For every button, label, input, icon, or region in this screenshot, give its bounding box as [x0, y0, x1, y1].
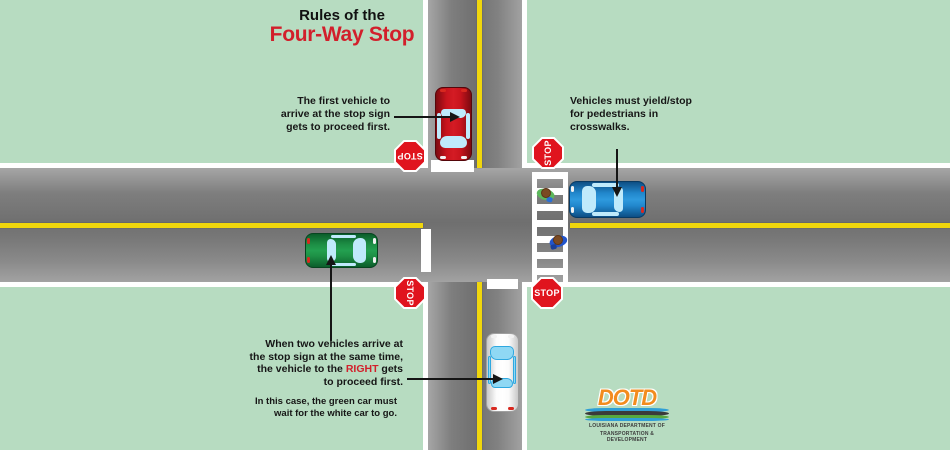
dotd-logo-line2: TRANSPORTATION & DEVELOPMENT	[599, 431, 655, 443]
grass-corner-bottom-right	[522, 282, 950, 450]
taillight	[640, 206, 644, 213]
annotation-right-of-way-highlight: RIGHT	[345, 363, 379, 375]
headlight	[460, 156, 467, 159]
grass-corner-top-left	[0, 0, 428, 168]
grass-corner-top-right	[522, 0, 950, 168]
grass-corner-bottom-left	[0, 282, 428, 450]
arrow-to-red-car-line	[394, 116, 450, 118]
dotd-logo: DOTD LOUISIANA DEPARTMENT OF TRANSPORTAT…	[583, 385, 671, 443]
center-line-north	[477, 0, 482, 168]
headlight	[507, 334, 514, 338]
dotd-logo-acronym: DOTD	[597, 385, 657, 410]
red-car-side-window	[465, 113, 470, 140]
annotation-right-of-way-post: gets to proceed first.	[323, 363, 403, 388]
white-car-windshield	[489, 345, 515, 360]
headlight	[439, 156, 446, 159]
taillight	[306, 237, 310, 244]
stop-sign-icon: STOP	[396, 142, 424, 170]
wave-stripe-green	[585, 415, 669, 419]
taillight	[306, 256, 310, 263]
infographic-title: Rules of the Four-Way Stop	[262, 7, 422, 45]
arrow-to-white-car-head-icon	[493, 374, 503, 384]
wave-stripe-blue	[585, 418, 669, 421]
headlight	[570, 185, 574, 192]
taillight	[640, 185, 644, 192]
taillight	[507, 406, 514, 410]
white-car	[485, 332, 519, 412]
title-line-1: Rules of the	[299, 7, 385, 24]
stop-sign-icon: STOP	[396, 279, 424, 307]
taillight	[439, 89, 446, 92]
center-line-west	[0, 223, 423, 228]
annotation-pedestrians: Vehicles must yield/stop for pedestrians…	[570, 95, 692, 133]
white-car-side-window	[487, 355, 491, 384]
annotation-right-of-way: When two vehicles arrive at the stop sig…	[250, 338, 403, 388]
headlight	[372, 256, 376, 263]
center-line-east	[570, 223, 950, 228]
stop-line-north-approach	[431, 160, 474, 172]
red-car-windshield	[439, 135, 467, 149]
stop-sign-north-approach: STOP	[394, 140, 426, 172]
dotd-wave-stripes-icon	[585, 408, 669, 421]
blue-car-side-window	[591, 211, 619, 216]
arrow-to-green-car-head-icon	[326, 255, 336, 265]
wave-stripe-blue	[585, 408, 669, 412]
stop-sign-south-approach: STOP	[531, 277, 563, 309]
blue-car-windshield	[581, 185, 595, 213]
stop-sign-east-approach: STOP	[532, 137, 564, 169]
stop-sign-icon: STOP	[534, 139, 562, 167]
blue-car	[568, 180, 646, 218]
arrow-to-blue-car-line	[616, 149, 618, 187]
white-car-side-window	[513, 355, 517, 384]
wave-stripe-road	[585, 411, 669, 416]
annotation-right-of-way-pre: When two vehicles arrive at the stop sig…	[249, 338, 403, 375]
annotation-first-vehicle: The first vehicle to arrive at the stop …	[280, 95, 390, 133]
taillight	[460, 89, 467, 92]
arrow-to-green-car-line	[330, 264, 332, 341]
dotd-logo-line1: LOUISIANA DEPARTMENT OF	[589, 423, 665, 429]
stop-sign-label: STOP	[397, 151, 423, 161]
arrow-to-white-car-line	[407, 378, 493, 380]
title-line-2: Four-Way Stop	[269, 23, 415, 46]
stop-line-west-approach	[421, 229, 431, 272]
annotation-case-note: In this case, the green car must wait fo…	[254, 396, 397, 419]
headlight	[570, 206, 574, 213]
green-car	[304, 232, 378, 268]
stop-sign-label: STOP	[534, 288, 560, 298]
stop-sign-label: STOP	[543, 140, 553, 166]
arrow-to-blue-car-head-icon	[612, 187, 622, 197]
headlight	[490, 334, 497, 338]
red-car	[434, 87, 472, 161]
stop-sign-icon: STOP	[533, 279, 561, 307]
taillight	[490, 406, 497, 410]
arrow-to-red-car-head-icon	[450, 112, 460, 122]
blue-car-side-window	[591, 182, 619, 187]
stop-sign-label: STOP	[405, 280, 415, 306]
center-line-south	[477, 282, 482, 450]
stop-sign-west-approach: STOP	[394, 277, 426, 309]
headlight	[372, 237, 376, 244]
stop-line-south-approach	[487, 279, 518, 289]
green-car-side-window	[330, 234, 356, 238]
green-car-windshield	[352, 237, 366, 263]
